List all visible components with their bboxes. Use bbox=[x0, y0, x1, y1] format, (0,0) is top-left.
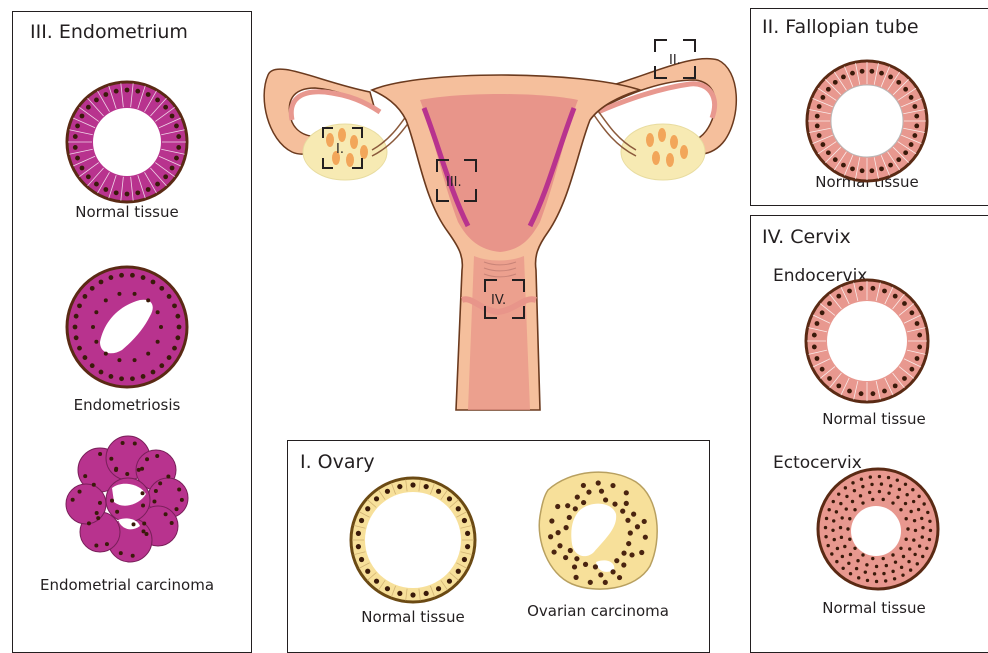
ectocervix-normal-tissue bbox=[818, 469, 938, 589]
ovarian-carcinoma-tissue bbox=[539, 472, 657, 589]
endometriosis-tissue bbox=[67, 267, 187, 387]
endometrium-marker-label: III. bbox=[446, 175, 462, 190]
fallopian-marker-label: II. bbox=[669, 53, 681, 68]
uterine-cavity bbox=[420, 94, 578, 252]
endocervix-normal-tissue bbox=[806, 280, 928, 402]
endometrial-carcinoma-tissue bbox=[66, 436, 188, 562]
fallopian-tube-normal-tissue bbox=[807, 61, 927, 181]
illustration: I. II. III. IV. bbox=[0, 0, 988, 638]
uterus-illustration bbox=[264, 59, 736, 410]
ovary-marker-label: I. bbox=[336, 142, 344, 157]
cervix-marker-label: IV. bbox=[491, 293, 506, 308]
endometrium-normal-tissue bbox=[67, 82, 187, 202]
ovary-normal-tissue bbox=[351, 478, 475, 602]
